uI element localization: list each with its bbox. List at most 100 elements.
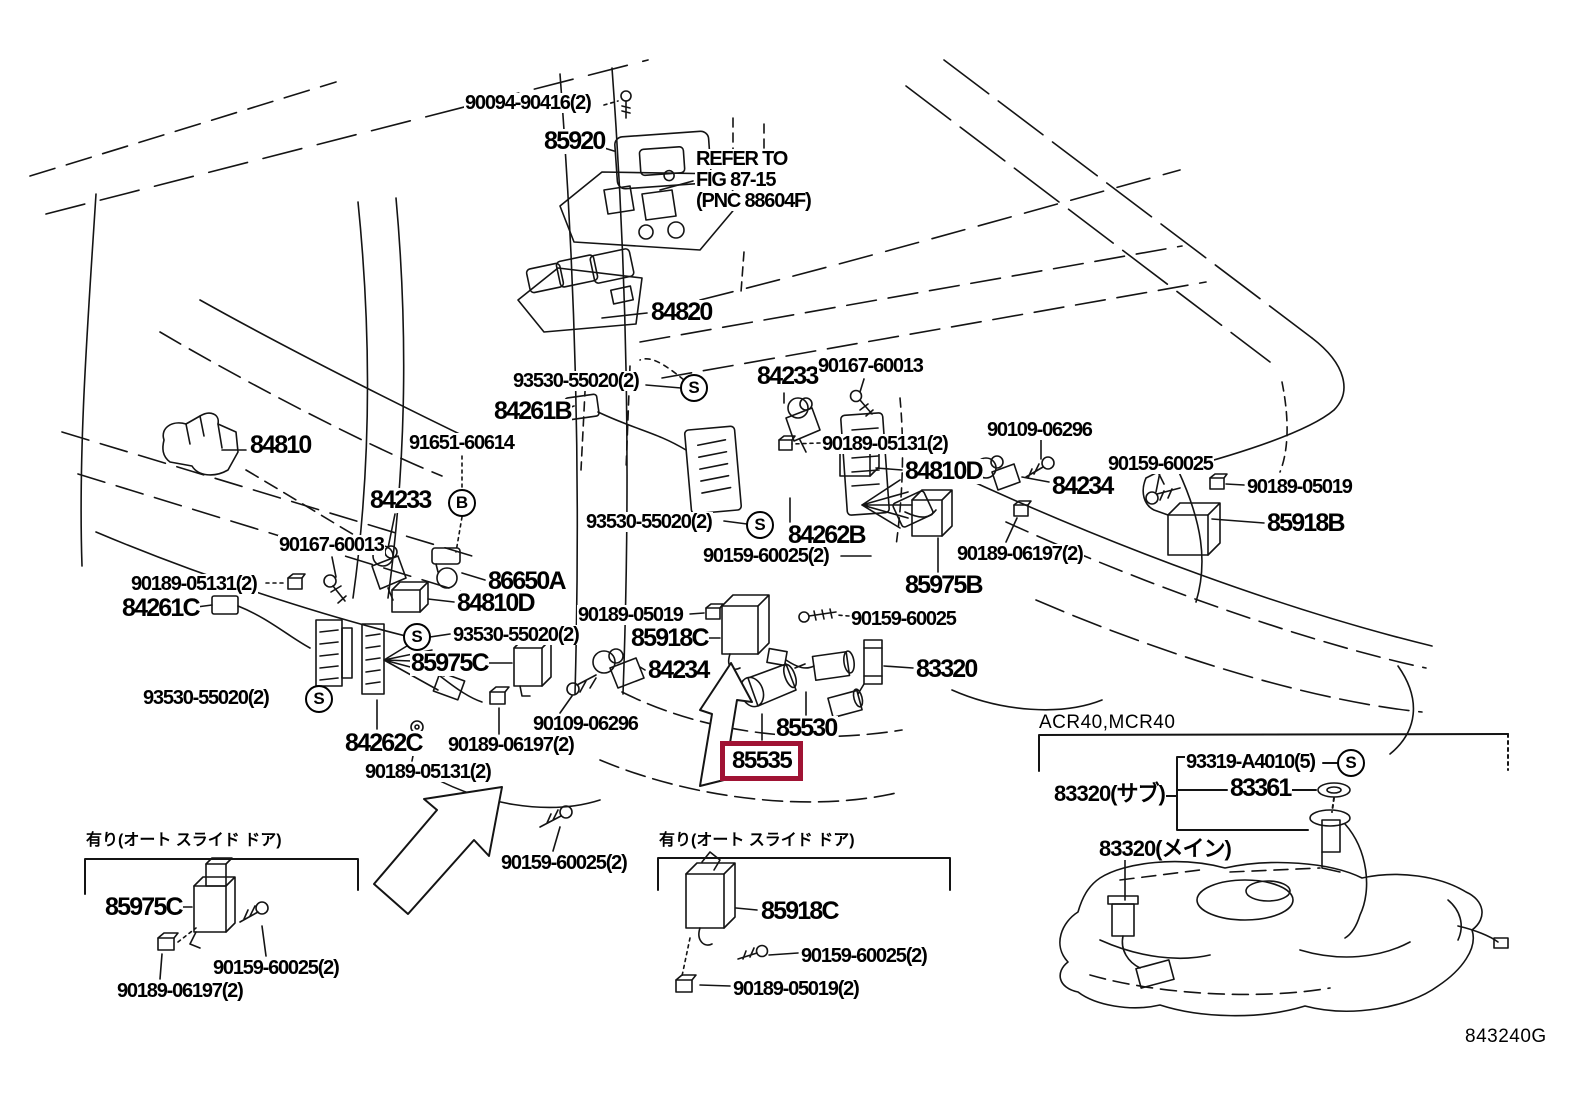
- part-label[interactable]: 84234: [1051, 472, 1114, 500]
- switch-84810D-left: [391, 581, 429, 613]
- model-code-caption: ACR40,MCR40: [1039, 712, 1176, 733]
- part-label[interactable]: 90109-06296: [986, 419, 1093, 441]
- part-label[interactable]: 90159-60025: [850, 608, 957, 630]
- highlighted-part-label[interactable]: 85535: [720, 741, 804, 781]
- part-label[interactable]: 83320: [915, 655, 978, 683]
- relay-85975B: [911, 489, 953, 537]
- part-label[interactable]: 85918C: [760, 897, 840, 925]
- part-label[interactable]: 90159-60025(2): [800, 945, 928, 967]
- relay-85918B: [1142, 471, 1221, 556]
- part-label[interactable]: 84261B: [493, 397, 573, 425]
- part-label[interactable]: 84233: [369, 486, 432, 514]
- part-label[interactable]: 85975C: [410, 649, 490, 677]
- variant-caption: 有り(オート スライド ドア): [85, 832, 283, 849]
- part-label[interactable]: 93530-55020(2): [585, 511, 713, 533]
- screw-icon: [323, 574, 347, 604]
- part-label[interactable]: 85975B: [904, 571, 984, 599]
- circled-s-symbol: S: [1337, 749, 1365, 777]
- clip-icon: [287, 573, 306, 590]
- relay-85918C-bottom: [685, 851, 736, 946]
- part-label[interactable]: 90167-60013: [278, 534, 385, 556]
- screw-icon: [566, 674, 597, 696]
- part-label[interactable]: 85918C: [630, 624, 710, 652]
- part-label[interactable]: 85918B: [1266, 509, 1346, 537]
- part-label[interactable]: 90159-60025(2): [500, 852, 628, 874]
- bracket-84810: [162, 412, 239, 476]
- part-label[interactable]: 91651-60614: [408, 432, 515, 454]
- part-label[interactable]: 84233: [756, 362, 819, 390]
- screw-icon: [737, 944, 769, 960]
- switch-84820: [517, 248, 643, 333]
- fuel-tank: [1059, 860, 1483, 1017]
- circled-s-symbol: S: [680, 374, 708, 402]
- part-label[interactable]: 90189-05019(2): [732, 978, 860, 1000]
- sensor-group-83320: [766, 639, 883, 719]
- part-label[interactable]: 84820: [650, 298, 713, 326]
- block-brackets: [84, 733, 1509, 895]
- part-label[interactable]: 93530-55020(2): [512, 370, 640, 392]
- part-label[interactable]: 90159-60025: [1107, 453, 1214, 475]
- screw-icon: [798, 608, 837, 623]
- switch-84234-center: [592, 648, 645, 689]
- part-label[interactable]: 90189-05131(2): [364, 761, 492, 783]
- part-label[interactable]: 84262B: [787, 521, 867, 549]
- part-label[interactable]: 83320(サブ): [1053, 781, 1166, 806]
- part-label[interactable]: 83361: [1229, 774, 1292, 802]
- part-label[interactable]: 84262C: [344, 729, 424, 757]
- part-label[interactable]: 90189-05019: [1246, 476, 1353, 498]
- circled-s-symbol: S: [746, 511, 774, 539]
- part-label[interactable]: (PNC 88604F): [695, 190, 812, 212]
- screw-icon: [539, 805, 573, 828]
- part-label[interactable]: 85920: [543, 127, 606, 155]
- clip-icon: [1209, 473, 1228, 490]
- circled-s-symbol: S: [305, 685, 333, 713]
- clip-icon: [675, 974, 697, 993]
- grommet-83361: [1317, 782, 1351, 798]
- circled-s-symbol: S: [403, 623, 431, 651]
- harness-84262C: [361, 623, 483, 703]
- part-label[interactable]: 84810D: [904, 457, 984, 485]
- sensor-86650A: [431, 547, 461, 589]
- part-label[interactable]: 93530-55020(2): [452, 624, 580, 646]
- part-label[interactable]: 84810D: [456, 589, 536, 617]
- diagram-code: 843240G: [1465, 1026, 1547, 1047]
- clip-icon: [157, 932, 179, 951]
- part-label[interactable]: 84810: [249, 431, 312, 459]
- clip-icon: [705, 603, 724, 620]
- part-label[interactable]: 84234: [647, 656, 710, 684]
- part-label[interactable]: 90189-05131(2): [130, 573, 258, 595]
- variant-caption: 有り(オート スライド ドア): [658, 832, 856, 849]
- part-label[interactable]: 90189-06197(2): [447, 734, 575, 756]
- part-label[interactable]: 93530-55020(2): [142, 687, 270, 709]
- part-label[interactable]: 85975C: [104, 893, 184, 921]
- screw-icon: [849, 389, 874, 417]
- screw-icon: [239, 901, 269, 923]
- part-label[interactable]: 90109-06296: [532, 713, 639, 735]
- part-label[interactable]: 93319-A4010(5): [1185, 751, 1316, 773]
- part-label[interactable]: 90189-05131(2): [821, 433, 949, 455]
- part-label[interactable]: 90094-90416(2): [464, 92, 592, 114]
- part-label[interactable]: 90159-60025(2): [212, 957, 340, 979]
- part-label[interactable]: 86650A: [487, 567, 567, 595]
- part-label[interactable]: 90167-60013: [817, 355, 924, 377]
- switch-84233-center: [785, 397, 821, 453]
- part-label[interactable]: 85530: [775, 714, 838, 742]
- part-label[interactable]: 84261C: [121, 594, 201, 622]
- part-label[interactable]: REFER TO: [695, 148, 788, 170]
- clip-icon: [489, 686, 510, 705]
- part-label[interactable]: 90189-05019: [577, 604, 684, 626]
- part-label[interactable]: 83320(メイン): [1098, 836, 1232, 861]
- part-label[interactable]: 90159-60025(2): [702, 545, 830, 567]
- fuel-pump-sub: [1309, 809, 1509, 949]
- part-label[interactable]: 90189-06197(2): [956, 543, 1084, 565]
- screw-icon: [1025, 456, 1055, 479]
- part-label[interactable]: 90189-06197(2): [116, 980, 244, 1002]
- direction-arrow: [373, 662, 753, 915]
- circled-b-symbol: B: [448, 489, 476, 517]
- harness-84261C: [211, 595, 353, 687]
- screw-icon: [620, 90, 632, 119]
- clip-icon: [778, 435, 796, 451]
- part-label[interactable]: FIG 87-15: [695, 169, 776, 191]
